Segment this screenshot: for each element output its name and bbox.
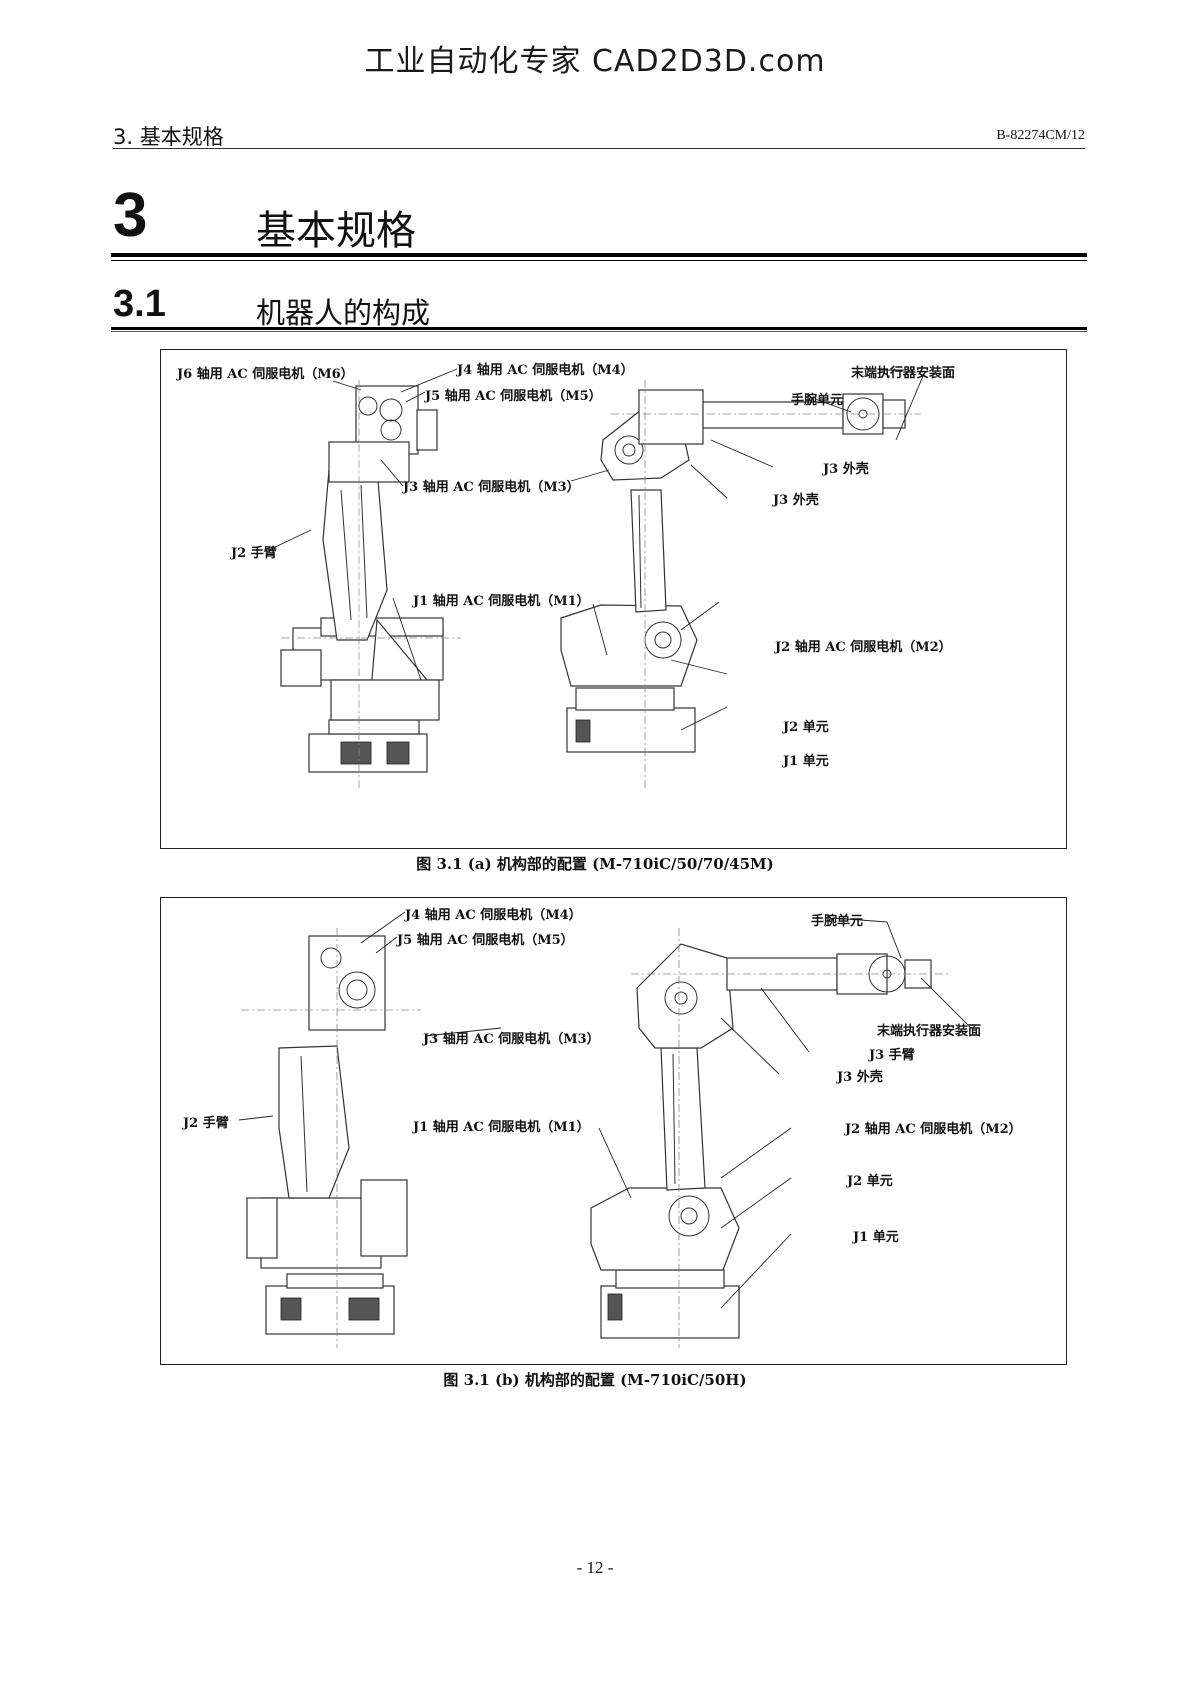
label-j4-motor: J4 轴用 AC 伺服电机（M4） [405,908,582,923]
figure-a: J6 轴用 AC 伺服电机（M6） J4 轴用 AC 伺服电机（M4） J5 轴… [160,349,1067,849]
section-rule-thin [111,331,1087,332]
section-title: 机器人的构成 [256,296,431,330]
robot-b-left-drawing [241,928,421,1348]
label-j2-motor: J2 轴用 AC 伺服电机（M2） [845,1122,1022,1137]
label-j1-motor: J1 轴用 AC 伺服电机（M1） [413,1120,590,1135]
document-id: B-82274CM/12 [996,128,1085,143]
robot-a-left-drawing [280,380,461,790]
page-number: - 12 - [576,1558,614,1577]
section-rule [111,327,1087,330]
label-j2-arm: J2 手臂 [183,1116,229,1131]
label-j1-unit: J1 单元 [853,1230,899,1245]
figure-b-leaders [238,911,972,1309]
header-divider [113,148,1085,149]
label-j3-casing-1: J3 外壳 [823,462,869,477]
chapter-rule-thin [111,260,1087,261]
label-j6-motor: J6 轴用 AC 伺服电机（M6） [177,367,354,382]
label-j2-unit: J2 单元 [783,720,829,735]
label-j1-motor: J1 轴用 AC 伺服电机（M1） [413,594,590,609]
robot-a-right-drawing [560,380,921,790]
chapter-rule [111,253,1087,257]
label-j1-unit: J1 单元 [783,754,829,769]
figure-a-caption: 图 3.1 (a) 机构部的配置 (M-710iC/50/70/45M) [416,855,774,873]
watermark: 工业自动化专家 CAD2D3D.com [364,44,826,79]
label-j3-arm: J3 手臂 [869,1048,915,1063]
label-j5-motor: J5 轴用 AC 伺服电机（M5） [397,933,574,948]
label-j5-motor: J5 轴用 AC 伺服电机（M5） [425,389,602,404]
label-j4-motor: J4 轴用 AC 伺服电机（M4） [457,363,634,378]
robot-b-right-drawing [590,928,951,1348]
label-j3-motor: J3 轴用 AC 伺服电机（M3） [423,1032,600,1047]
figure-b-drawing [238,911,972,1348]
label-j3-motor: J3 轴用 AC 伺服电机（M3） [403,480,580,495]
label-j2-motor: J2 轴用 AC 伺服电机（M2） [775,640,952,655]
label-j2-arm: J2 手臂 [231,546,277,561]
chapter-title: 基本规格 [256,208,416,254]
label-j2-unit: J2 单元 [847,1174,893,1189]
label-j3-casing: J3 外壳 [837,1070,883,1085]
running-header-section: 3. 基本规格 [113,125,224,149]
label-j3-casing-2: J3 外壳 [773,493,819,508]
label-wrist: 手腕单元 [791,393,844,408]
label-wrist: 手腕单元 [811,914,864,929]
chapter-number: 3 [113,181,148,250]
label-flange: 末端执行器安装面 [877,1024,982,1039]
figure-a-leaders [268,368,924,731]
figure-a-drawing [268,368,924,790]
section-number: 3.1 [113,283,166,325]
figure-b-caption: 图 3.1 (b) 机构部的配置 (M-710iC/50H) [443,1371,747,1389]
figure-b: J4 轴用 AC 伺服电机（M4） J5 轴用 AC 伺服电机（M5） J3 轴… [160,897,1067,1365]
label-flange: 末端执行器安装面 [851,366,956,381]
